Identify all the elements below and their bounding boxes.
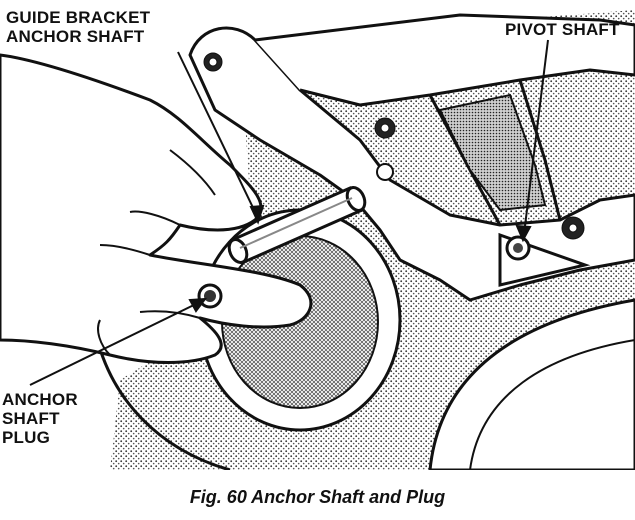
anchor-shaft (227, 186, 367, 264)
leader-lines (29, 39, 549, 386)
label-guide-bracket-anchor-shaft: GUIDE BRACKET ANCHOR SHAFT (6, 8, 150, 46)
label-line: PLUG (2, 428, 51, 447)
label-line: GUIDE BRACKET (6, 8, 151, 27)
hand-creases (97, 149, 216, 356)
case-lower-casting (428, 298, 635, 470)
label-line: ANCHOR (2, 390, 78, 409)
case-rim (93, 329, 231, 470)
label-line: PIVOT SHAFT (505, 20, 620, 39)
label-line: ANCHOR SHAFT (6, 27, 145, 46)
hand (0, 53, 313, 364)
bracket-bolts (203, 52, 585, 240)
anchor-shaft-plug (197, 283, 223, 309)
bracket-inner-shading (438, 93, 547, 212)
figure-caption: Fig. 60 Anchor Shaft and Plug (189, 487, 446, 507)
technical-illustration (0, 10, 635, 470)
label-line: SHAFT (2, 409, 60, 428)
label-pivot-shaft: PIVOT SHAFT (505, 20, 620, 39)
label-anchor-shaft-plug: ANCHOR SHAFT PLUG (2, 390, 78, 447)
